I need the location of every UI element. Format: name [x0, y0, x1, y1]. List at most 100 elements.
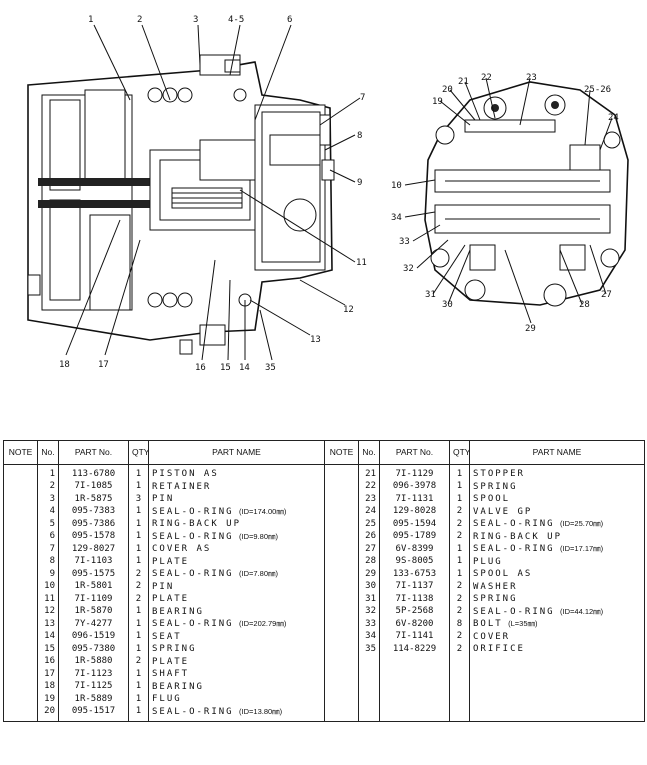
item-no: 13 [37, 618, 59, 631]
callout-16: 16 [195, 363, 206, 373]
note-cell [3, 593, 38, 606]
part-name: SPOOL AS [469, 568, 645, 581]
callout-13: 13 [310, 335, 321, 345]
callout-2: 2 [137, 15, 142, 25]
callout-29: 29 [525, 324, 536, 334]
item-no: 27 [358, 543, 380, 556]
callout-25-26: 25-26 [584, 85, 611, 95]
quantity [449, 680, 470, 693]
item-no: 32 [358, 605, 380, 618]
note-cell [3, 480, 38, 493]
callout-14: 14 [239, 363, 250, 373]
part-number: 095-1594 [379, 518, 450, 531]
part-name-text: SHAFT [152, 669, 190, 679]
note-cell [324, 464, 359, 481]
part-number: 7I-1125 [58, 680, 129, 693]
part-name: SPRING [469, 593, 645, 606]
quantity: 2 [449, 630, 470, 643]
quantity: 1 [449, 493, 470, 506]
note-cell [324, 593, 359, 606]
header-part-no: PART No. [379, 440, 450, 465]
quantity: 1 [449, 555, 470, 568]
item-no [358, 693, 380, 706]
part-name-text: SEAT [152, 631, 182, 642]
part-number: 5P-2568 [379, 605, 450, 618]
part-name [469, 668, 645, 681]
item-no: 26 [358, 530, 380, 543]
item-no: 24 [358, 505, 380, 518]
part-name: SEAL-O-RING (ID=25.70㎜) [469, 518, 645, 531]
part-name-text: WASHER [473, 581, 518, 592]
item-no: 3 [37, 493, 59, 506]
part-name: COVER [469, 630, 645, 643]
note-cell [3, 618, 38, 631]
callout-3: 3 [193, 15, 198, 25]
callout-28: 28 [579, 300, 590, 310]
note-cell [324, 693, 359, 706]
item-no: 10 [37, 580, 59, 593]
part-name-text: SPRING [152, 644, 197, 654]
part-name-text: SPOOL AS [473, 569, 533, 579]
quantity: 1 [128, 668, 149, 681]
part-number: 095-1517 [58, 705, 129, 722]
callout-1: 1 [88, 15, 93, 25]
header-note: NOTE [324, 440, 359, 465]
item-no: 33 [358, 618, 380, 631]
parts-list-table: NOTE No. PART No. QTY PART NAME NOTE No.… [3, 440, 645, 722]
item-no: 30 [358, 580, 380, 593]
part-name: PLATE [148, 655, 325, 668]
part-number: 113-6780 [58, 464, 129, 481]
item-no: 18 [37, 680, 59, 693]
part-name-text: PISTON AS [152, 469, 219, 479]
part-number: 1R-5889 [58, 693, 129, 706]
callout-30: 30 [442, 300, 453, 310]
part-name-text: COVER AS [152, 544, 212, 554]
item-no: 23 [358, 493, 380, 506]
part-name-text: SEAL-O-RING [152, 569, 234, 579]
quantity: 2 [128, 655, 149, 668]
part-number: 7I-1085 [58, 480, 129, 493]
header-qty: QTY [128, 440, 149, 465]
callout-21: 21 [458, 77, 469, 87]
quantity: 1 [128, 543, 149, 556]
item-no: 31 [358, 593, 380, 606]
callout-labels-left: 1 2 3 4-5 6 7 8 9 11 12 13 35 14 15 16 1… [59, 15, 367, 373]
quantity: 2 [449, 505, 470, 518]
note-cell [324, 543, 359, 556]
item-no: 6 [37, 530, 59, 543]
part-number: 096-3978 [379, 480, 450, 493]
callout-10: 10 [391, 181, 402, 191]
part-number [379, 705, 450, 722]
note-cell [3, 505, 38, 518]
motor-cross-section [27, 54, 335, 355]
quantity: 1 [128, 464, 149, 481]
note-cell [3, 530, 38, 543]
part-name-text: SEAL-O-RING [152, 506, 234, 517]
part-name: RETAINER [148, 480, 325, 493]
part-name: SEAL-O-RING (ID=17.17㎜) [469, 543, 645, 556]
part-name: COVER AS [148, 543, 325, 556]
part-dimension: (ID=174.00㎜) [239, 506, 287, 516]
part-name: SPRING [469, 480, 645, 493]
item-no: 29 [358, 568, 380, 581]
part-name-text: RETAINER [152, 481, 212, 492]
quantity: 1 [128, 480, 149, 493]
item-no [358, 680, 380, 693]
part-number: 095-7386 [58, 518, 129, 531]
note-cell [324, 630, 359, 643]
part-name-text: SEAL-O-RING [152, 531, 234, 542]
part-number: 129-8027 [58, 543, 129, 556]
note-cell [324, 680, 359, 693]
item-no: 15 [37, 643, 59, 656]
quantity: 2 [449, 518, 470, 531]
callout-8: 8 [357, 131, 362, 141]
part-name-text: FLUG [152, 694, 182, 704]
